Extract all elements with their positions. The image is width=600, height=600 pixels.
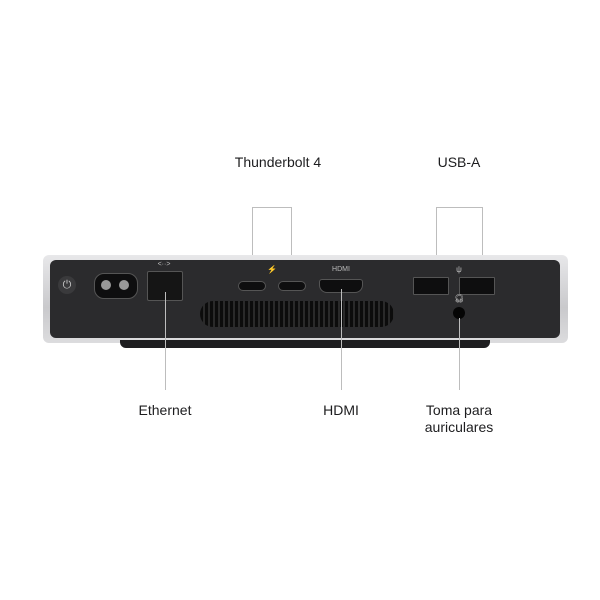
- thunderbolt-port: [278, 281, 306, 291]
- ethernet-symbol: <··>: [157, 261, 171, 268]
- leader-line: [291, 207, 292, 283]
- hdmi-marking: HDMI: [332, 266, 350, 273]
- power-button-icon: ⏻: [58, 276, 76, 294]
- headphone-icon: 🎧︎: [454, 294, 465, 303]
- headphone-jack: [453, 307, 465, 319]
- vent-grille: [200, 301, 394, 327]
- leader-line: [341, 289, 342, 390]
- thunderbolt-label: Thunderbolt 4: [234, 154, 322, 170]
- thunderbolt-port: [238, 281, 266, 291]
- leader-line: [252, 207, 253, 283]
- leader-line: [436, 207, 437, 279]
- headphone-label-line1: Toma para: [425, 402, 493, 418]
- device-foot: [120, 340, 490, 348]
- usb-bracket: [436, 207, 483, 208]
- ethernet-label: Ethernet: [138, 402, 192, 418]
- usb-a-label: USB-A: [437, 154, 481, 170]
- thunderbolt-bracket: [252, 207, 292, 208]
- headphone-label-line2: auriculares: [424, 419, 494, 435]
- leader-line: [459, 318, 460, 390]
- usb-a-port: [459, 277, 495, 295]
- leader-line: [165, 292, 166, 390]
- leader-line: [482, 207, 483, 279]
- usb-icon: ψ: [456, 265, 462, 274]
- thunderbolt-icon: ⚡: [267, 265, 277, 274]
- usb-a-port: [413, 277, 449, 295]
- hdmi-label: HDMI: [323, 402, 359, 418]
- power-connector-icon: [94, 273, 138, 299]
